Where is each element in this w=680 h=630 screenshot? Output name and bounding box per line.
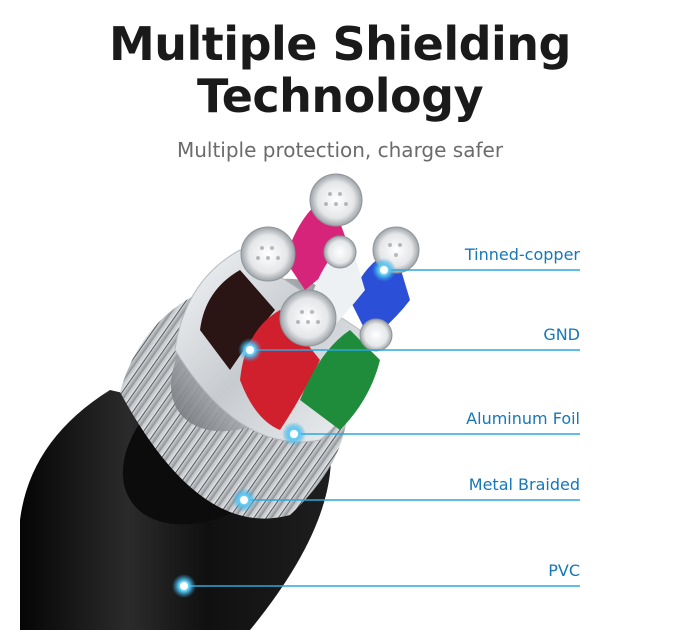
title-line-2: Technology xyxy=(196,69,484,123)
copper-strand-left xyxy=(240,226,296,282)
callout-label-tinned-copper: Tinned-copper xyxy=(464,245,580,264)
wire-black xyxy=(200,270,275,370)
page-subtitle: Multiple protection, charge safer xyxy=(176,138,504,162)
callout-label-gnd: GND xyxy=(543,325,580,344)
copper-strand-top xyxy=(309,173,363,227)
copper-strand-mid xyxy=(323,235,357,269)
wire-green xyxy=(300,330,380,430)
title-line-1: Multiple Shielding xyxy=(109,17,571,71)
callout-label-pvc: PVC xyxy=(548,561,580,580)
page-title: Multiple Shielding Technology xyxy=(0,18,680,122)
callout-label-metal-braided: Metal Braided xyxy=(468,475,580,494)
copper-strand-small xyxy=(359,318,393,352)
callout-label-aluminum-foil: Aluminum Foil xyxy=(466,409,580,428)
copper-strand-center xyxy=(279,289,337,347)
